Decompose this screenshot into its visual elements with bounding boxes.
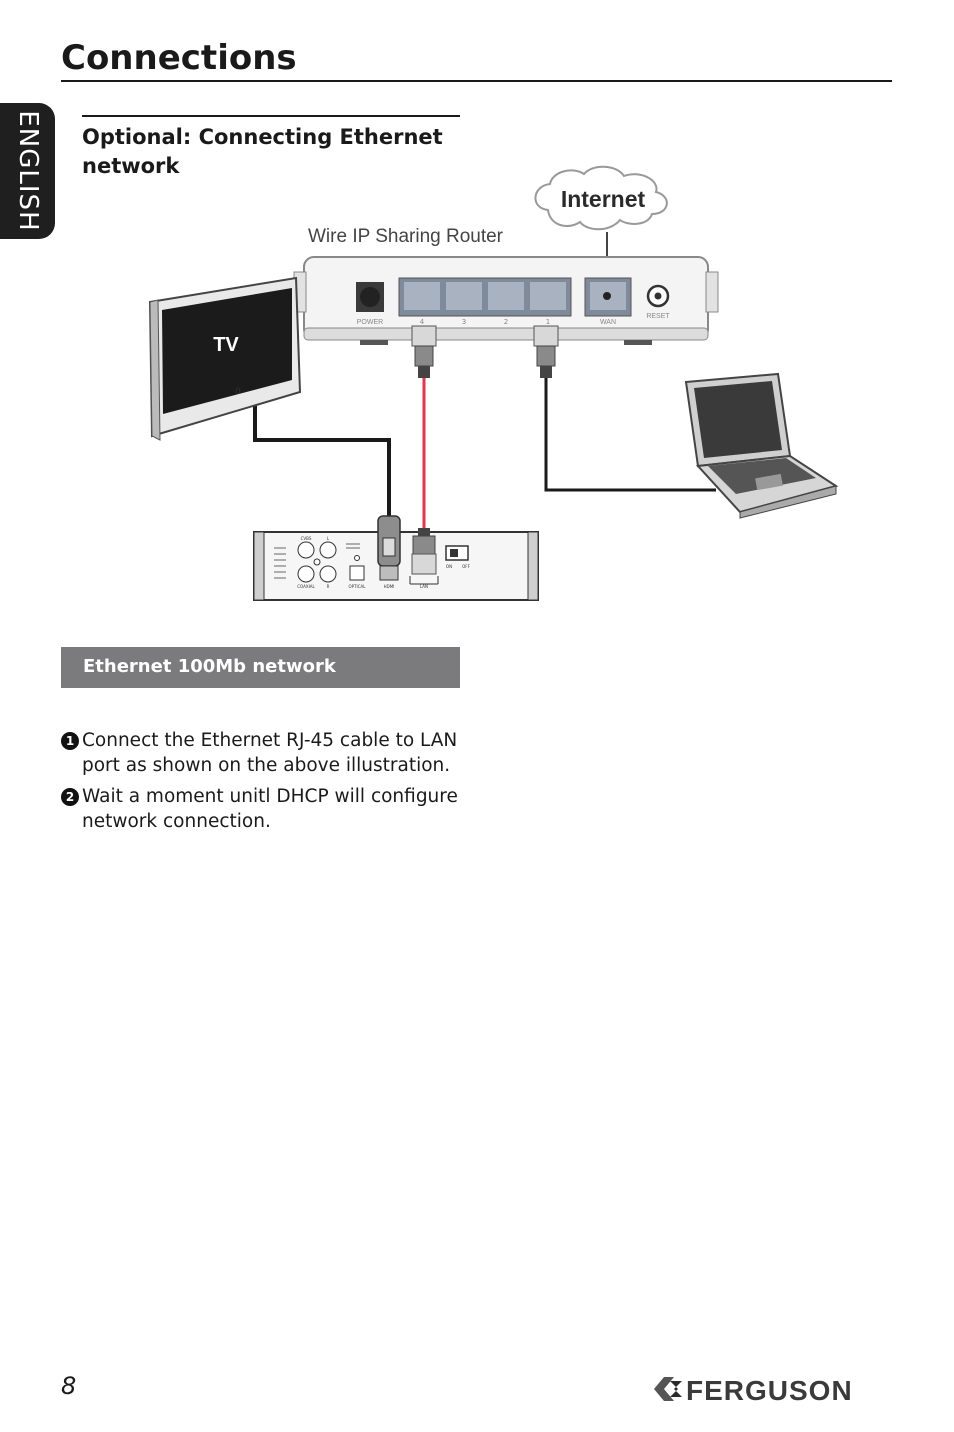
router-label: Wire IP Sharing Router [308,226,504,247]
router-port-label: 4 [420,318,425,326]
ferguson-logo-icon [654,1377,682,1401]
section-rule [82,115,460,117]
tv-label: TV [213,334,239,356]
step-number: 2 [61,788,79,806]
player-right-label: R [327,584,330,589]
hdmi-cable [253,400,391,520]
step-text: Connect the Ethernet RJ-45 cable to LAN … [82,730,458,776]
brand-name: FERGUSON [686,1375,853,1405]
language-tab: ENGLISH [0,103,55,239]
player-on-label: ON [446,564,452,569]
router-ethernet-plug-right [533,325,559,378]
step-item: 2 Wait a moment unitl DHCP will configur… [61,784,461,834]
player-hdmi-label: HDMI [384,584,395,589]
tv-power-symbol: 0 [235,386,240,396]
wan-port-dot [603,292,611,300]
internet-label: Internet [561,186,646,212]
laptop-icon [684,372,839,519]
router-device: POWER 4 3 2 1 WAN RESET [293,256,719,345]
page-number: 8 [61,1372,77,1400]
player-coaxial-label: COAXIAL [297,584,315,589]
step-item: 1 Connect the Ethernet RJ-45 cable to LA… [61,728,461,778]
router-reset-label: RESET [646,313,670,320]
router-power-label: POWER [357,319,383,326]
step-text: Wait a moment unitl DHCP will configure … [82,786,458,832]
player-optical-label: OPTICAL [349,584,367,589]
banner-label: Ethernet 100Mb network [83,656,336,677]
network-diagram: Internet Wire IP Sharing Router POWER 4 … [148,165,839,601]
player-cvbs-label: CVBS [301,536,312,541]
player-ethernet-plug [411,528,437,575]
steps-list: 1 Connect the Ethernet RJ-45 cable to LA… [61,728,461,840]
router-port-label: 1 [546,318,550,326]
ethernet-cable-laptop [544,378,716,492]
section-title: Optional: Connecting Ethernet network [82,125,443,178]
brand-logo: FERGUSON [654,1375,853,1405]
router-wan-label: WAN [600,319,616,326]
section-banner: Ethernet 100Mb network [61,647,460,688]
router-port-label: 3 [462,318,466,326]
router-ethernet-plug-left [411,325,437,378]
router-port-label: 2 [504,318,508,326]
player-off-label: OFF [462,564,470,569]
step-number: 1 [61,732,79,750]
language-tab-label: ENGLISH [12,110,43,232]
internet-cloud-icon: Internet [534,165,668,231]
player-lan-label: LAN [420,584,428,589]
title-rule [61,80,892,82]
hdmi-plug [377,515,401,581]
tv-icon: TV 0 [148,276,302,441]
player-left-label: L [327,536,330,541]
page-title: Connections [61,38,297,78]
